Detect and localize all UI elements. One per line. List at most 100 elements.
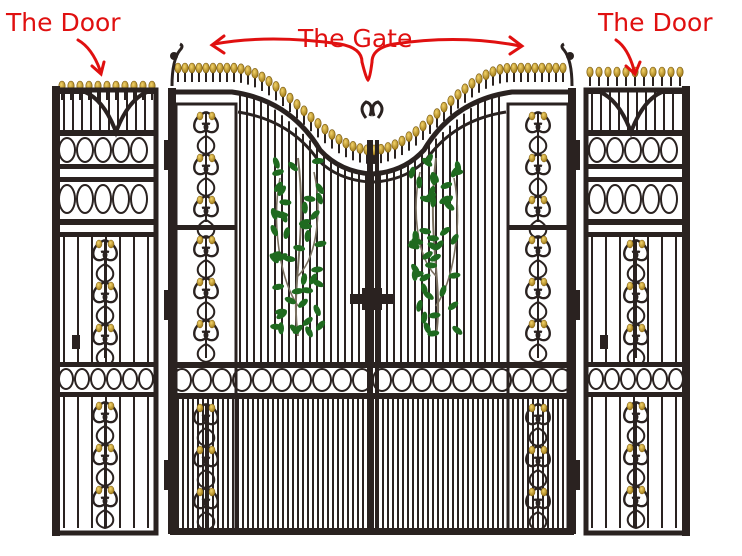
gold-bud [626, 443, 634, 453]
vine-leaf [284, 296, 296, 305]
gate-side-panels [174, 102, 570, 534]
gold-finial [398, 135, 406, 147]
gold-finial [640, 66, 648, 78]
gate-center-scroll [360, 100, 384, 119]
gold-bud [107, 485, 115, 495]
gold-bud [95, 239, 103, 249]
vine-leaf [277, 185, 287, 196]
vine-leaf [274, 181, 283, 192]
oval-ring [112, 137, 130, 163]
vine-leaf [419, 273, 431, 282]
oval-ring [130, 137, 148, 163]
gold-bud [196, 445, 204, 455]
gold-bud [528, 319, 536, 329]
gold-finial [293, 99, 301, 110]
vine-leaf [269, 251, 282, 259]
gold-finial [447, 95, 455, 107]
vine-leaf [426, 235, 439, 242]
gold-bud [528, 487, 536, 497]
vine-stem [297, 171, 319, 277]
vine-leaf [276, 253, 288, 261]
gold-finial [258, 71, 266, 83]
oval-ring [472, 368, 492, 392]
arrow-right-door-head [624, 60, 642, 77]
vine-leaf [419, 227, 432, 235]
vine-leaf [301, 287, 314, 294]
vine-leaf [288, 161, 298, 172]
gold-bud [196, 153, 204, 163]
vine-leaf [439, 226, 451, 236]
arrow-gate-left-head [209, 34, 226, 55]
label-left-door: The Door [6, 8, 121, 37]
oval-ring [232, 368, 252, 392]
oval-ring [192, 368, 212, 392]
gold-finial [545, 62, 553, 74]
oval-ring [552, 368, 572, 392]
gate-center-post [367, 140, 373, 534]
gold-finial [475, 73, 483, 85]
gold-finial [321, 123, 329, 135]
gold-finial [440, 101, 448, 113]
vine-leaf [312, 279, 324, 288]
oval-ring [252, 368, 272, 392]
oval-ring [606, 184, 624, 214]
gate-center-post-2 [375, 140, 379, 534]
oval-ring [122, 368, 138, 390]
gold-finial [676, 66, 684, 78]
oval-ring [138, 368, 154, 390]
gate-bottom-rail [170, 528, 574, 535]
oval-ring [372, 368, 392, 392]
vine-leaf [316, 320, 326, 331]
gold-bud [196, 111, 204, 121]
gold-bud [95, 323, 103, 333]
arrow-gate-left [212, 37, 364, 64]
gold-bud [626, 401, 634, 411]
gold-finial [195, 62, 203, 74]
vine-leaf [292, 324, 303, 334]
gold-bud [638, 281, 646, 291]
gold-finial [461, 83, 469, 95]
oval-ring [94, 137, 112, 163]
left-door [52, 80, 159, 536]
gold-finial [188, 62, 196, 74]
gold-bud [528, 445, 536, 455]
oval-ring [74, 368, 90, 390]
gold-bud [95, 485, 103, 495]
gold-finial [335, 133, 343, 145]
left-door-post [52, 86, 60, 536]
vine-leaf [298, 298, 308, 308]
gate-pillar-knobs [170, 42, 574, 87]
gold-finial [384, 142, 392, 153]
vine-leaf [298, 219, 311, 226]
vine-leaf [272, 157, 280, 169]
oval-ring [130, 184, 148, 214]
vine-leaf [279, 199, 292, 206]
arrow-right-door [614, 38, 636, 72]
gold-finial [272, 81, 280, 92]
scroll-heart [626, 347, 646, 368]
gold-bud [208, 319, 216, 329]
gold-finial [300, 105, 308, 117]
vine-leaf [440, 182, 453, 189]
gold-finial [510, 62, 518, 74]
gold-bud [638, 485, 646, 495]
gold-finial [209, 62, 217, 74]
gold-finial [426, 114, 434, 126]
gold-finial [405, 131, 413, 142]
oval-ring [432, 368, 452, 392]
vine-leaf [291, 288, 304, 295]
vine-leaf [304, 230, 311, 243]
left-door-rails [56, 130, 156, 397]
gate-hinges [164, 140, 580, 490]
vine-leaf [423, 322, 431, 334]
vine-leaf [271, 210, 283, 217]
oval-ring [452, 368, 472, 392]
arrow-left-door-head [90, 60, 106, 77]
oval-ring [588, 137, 606, 163]
oval-ring [76, 137, 94, 163]
gold-finial [279, 86, 287, 98]
gold-finial [202, 62, 210, 74]
gold-finial [412, 126, 420, 137]
vine-leaf [427, 242, 439, 251]
right-door-scrolls [623, 238, 649, 530]
